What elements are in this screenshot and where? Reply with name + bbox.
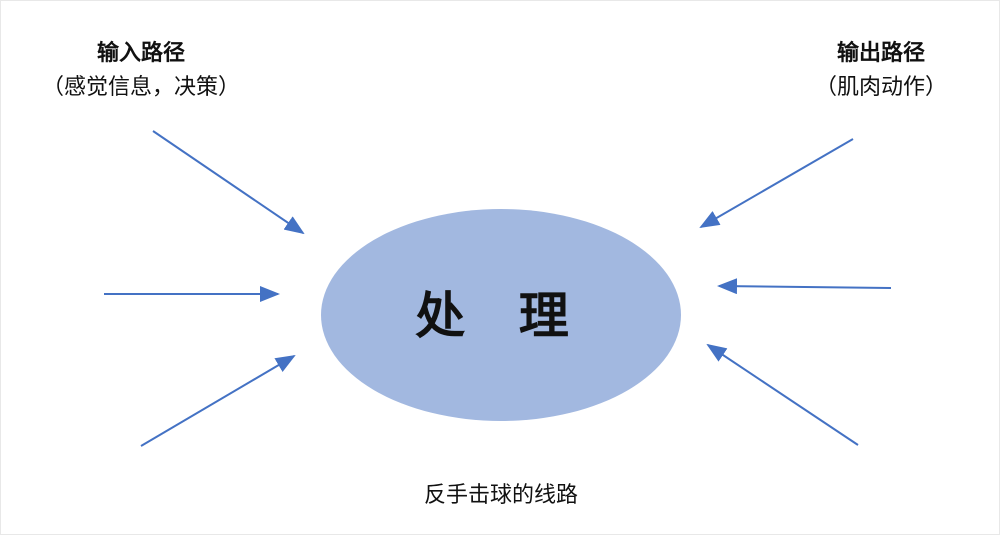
output-arrow-middle [717, 278, 892, 295]
input-arrow-top [152, 130, 305, 235]
output-path-label: 输出路径 （肌肉动作） [781, 37, 981, 105]
input-arrow-bottom [140, 354, 296, 447]
processing-ellipse [321, 209, 681, 421]
input-path-label: 输入路径 （感觉信息，决策） [21, 37, 261, 105]
output-path-title: 输出路径 [836, 41, 925, 66]
output-path-subtitle: （肌肉动作） [814, 75, 947, 100]
output-arrow-bottom [706, 343, 859, 446]
output-arrow-top [699, 138, 854, 229]
caption: 反手击球的线路 [423, 483, 578, 508]
input-path-title: 输入路径 [96, 41, 185, 66]
input-path-subtitle: （感觉信息，决策） [41, 75, 240, 100]
processing-label: 处 理 [415, 286, 587, 345]
